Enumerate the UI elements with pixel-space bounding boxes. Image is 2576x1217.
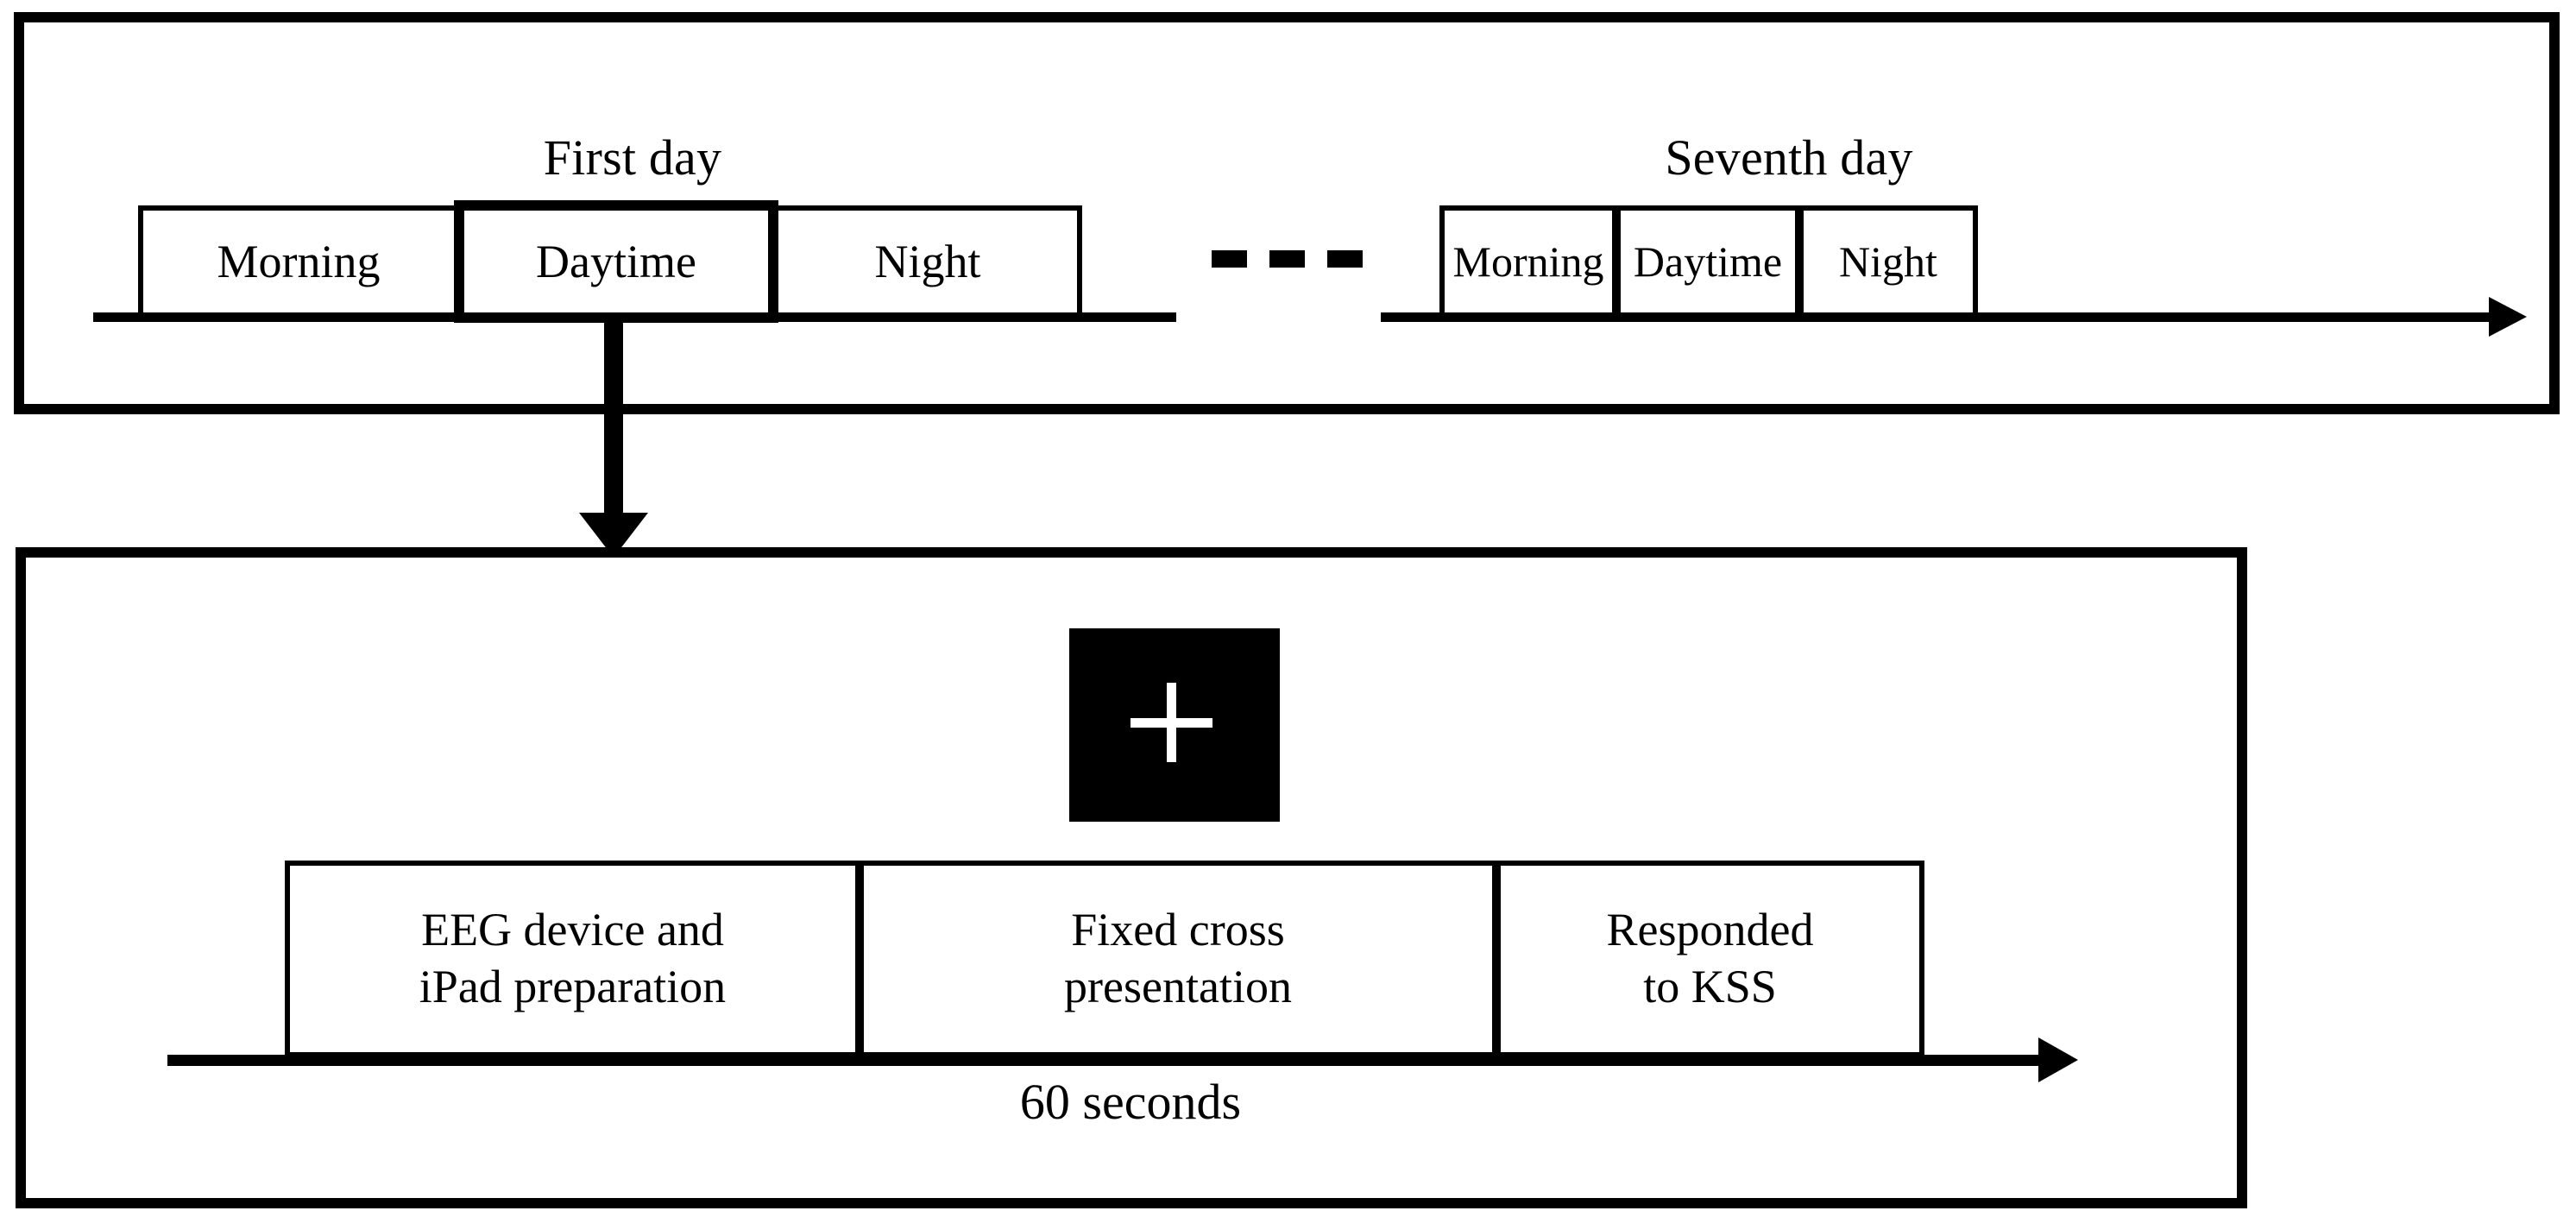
timeline-continuation-dashes [1212,250,1363,268]
trial-stage-kss-response-line1: Responded [1606,904,1814,956]
trial-stage-preparation-line1: EEG device and [421,904,724,956]
timeline-arrowhead-icon [2489,297,2527,337]
day-group-title-first: First day [543,129,722,186]
fixation-cross-stimulus-icon [1069,628,1280,822]
trial-timeline-axis [167,1055,2044,1066]
trial-stage-preparation-line2: iPad preparation [419,961,727,1012]
trial-stage-kss-response-line2: to KSS [1643,961,1777,1012]
day-group-title-seventh: Seventh day [1665,129,1913,186]
phase-box-seventh-day-daytime[interactable]: Daytime [1616,205,1800,318]
fixation-cross-horizontal-bar [1131,718,1212,728]
trial-duration-label: 60 seconds [1019,1074,1242,1130]
dash-segment [1269,250,1305,268]
dash-segment [1212,250,1247,268]
phase-box-seventh-day-night[interactable]: Night [1798,205,1978,318]
phase-box-first-day-night[interactable]: Night [773,205,1082,318]
trial-stage-fixed-cross-line2: presentation [1064,961,1292,1012]
trial-stage-kss-response[interactable]: Responded to KSS [1496,861,1924,1057]
dash-segment [1327,250,1363,268]
drilldown-arrow-shaft [604,318,623,516]
phase-box-first-day-daytime[interactable]: Daytime [454,200,778,323]
phase-box-first-day-morning[interactable]: Morning [138,205,459,318]
trial-stage-fixed-cross-line1: Fixed cross [1071,904,1285,956]
phase-box-seventh-day-morning[interactable]: Morning [1439,205,1617,318]
trial-timeline-arrowhead-icon [2038,1037,2078,1082]
trial-stage-fixed-cross[interactable]: Fixed cross presentation [859,861,1497,1057]
trial-stage-preparation[interactable]: EEG device and iPad preparation [285,861,860,1057]
